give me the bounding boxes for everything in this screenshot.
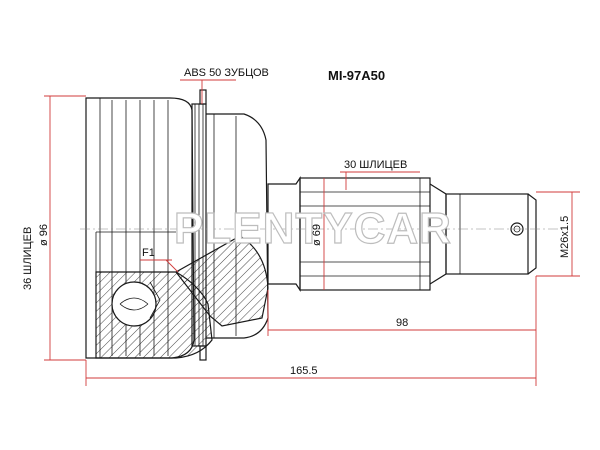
diameter-96-label: ø 96 — [38, 224, 50, 246]
thread-label: M26x1.5 — [559, 216, 571, 258]
outer-splines-label: 30 ШЛИЦЕВ — [344, 159, 407, 171]
shaft — [267, 176, 537, 292]
diameter-69-label: ø 69 — [311, 224, 323, 246]
part-number: MI-97A50 — [328, 68, 385, 83]
inner-splines-label: 36 ШЛИЦЕВ — [22, 227, 34, 290]
section-cut — [95, 231, 269, 359]
plentycar-watermark: PLENTYCAR — [174, 204, 452, 253]
length-98-label: 98 — [396, 317, 408, 329]
abs-label: ABS 50 ЗУБЦОВ — [184, 67, 269, 79]
dimension-lines — [44, 79, 580, 386]
length-165-label: 165.5 — [290, 365, 318, 377]
f1-label: F1 — [142, 247, 155, 259]
